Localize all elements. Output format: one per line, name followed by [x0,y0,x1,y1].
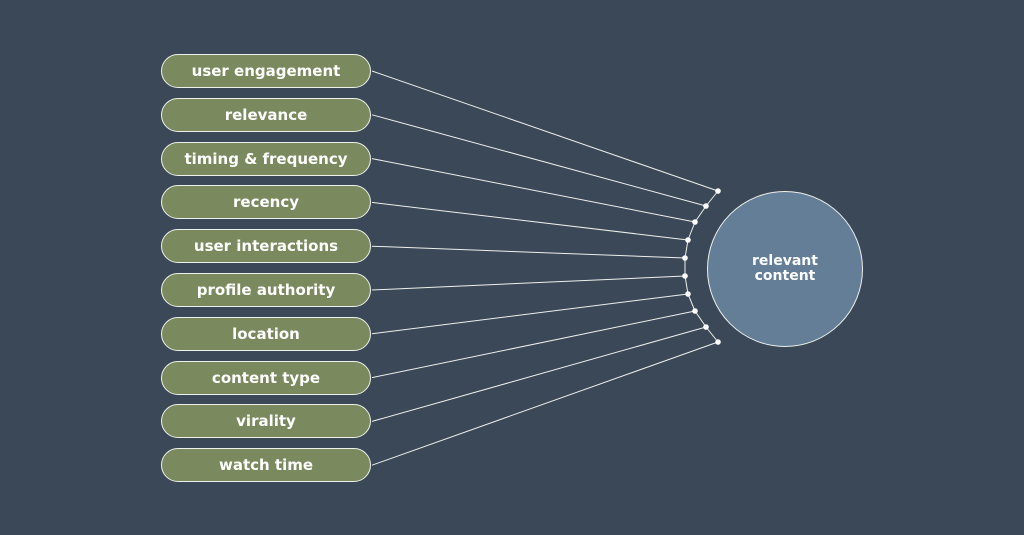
factor-pill-2: relevance [161,97,371,132]
connector-dot-4 [685,237,691,243]
factor-pill-9: virality [161,404,371,439]
factor-pill-6: profile authority [161,273,371,307]
connector-line-2 [371,114,707,207]
connector-line-7 [371,293,689,335]
factor-pill-8: content type [161,360,371,395]
hub-label-line-2: content [754,268,816,284]
hub-circle: relevant content [707,191,863,347]
factor-pill-10: watch time [161,448,371,483]
connector-dot-9 [703,324,709,330]
connector-line-3 [371,158,696,223]
connector-dot-5 [682,255,688,261]
arc-segment [687,221,696,241]
connector-line-8 [371,310,696,379]
arc-segment [694,310,707,328]
factor-pill-4: recency [161,185,371,220]
hub-label: relevant content [752,254,818,284]
connector-dot-1 [715,188,721,194]
arc-segment [705,190,719,207]
connector-dot-2 [703,203,709,209]
factor-pill-1: user engagement [161,54,371,88]
factor-pill-7: location [161,316,371,351]
connector-line-1 [371,70,719,192]
arc-segment [687,293,696,312]
factor-pill-5: user interactions [161,229,371,264]
connector-line-4 [371,201,689,241]
connector-dot-10 [715,339,721,345]
hub-label-line-1: relevant [752,253,818,269]
arc-segment [694,205,707,223]
arc-segment [684,275,689,295]
connector-line-5 [371,245,686,259]
connector-dot-7 [685,291,691,297]
connector-dot-6 [682,273,688,279]
connector-dot-8 [692,308,698,314]
connector-dot-3 [692,219,698,225]
arc-segment [705,326,719,343]
arc-segment [684,239,689,259]
connector-line-9 [371,326,707,422]
connector-line-10 [371,341,719,466]
connector-line-6 [371,275,686,291]
factor-pill-3: timing & frequency [161,141,371,176]
